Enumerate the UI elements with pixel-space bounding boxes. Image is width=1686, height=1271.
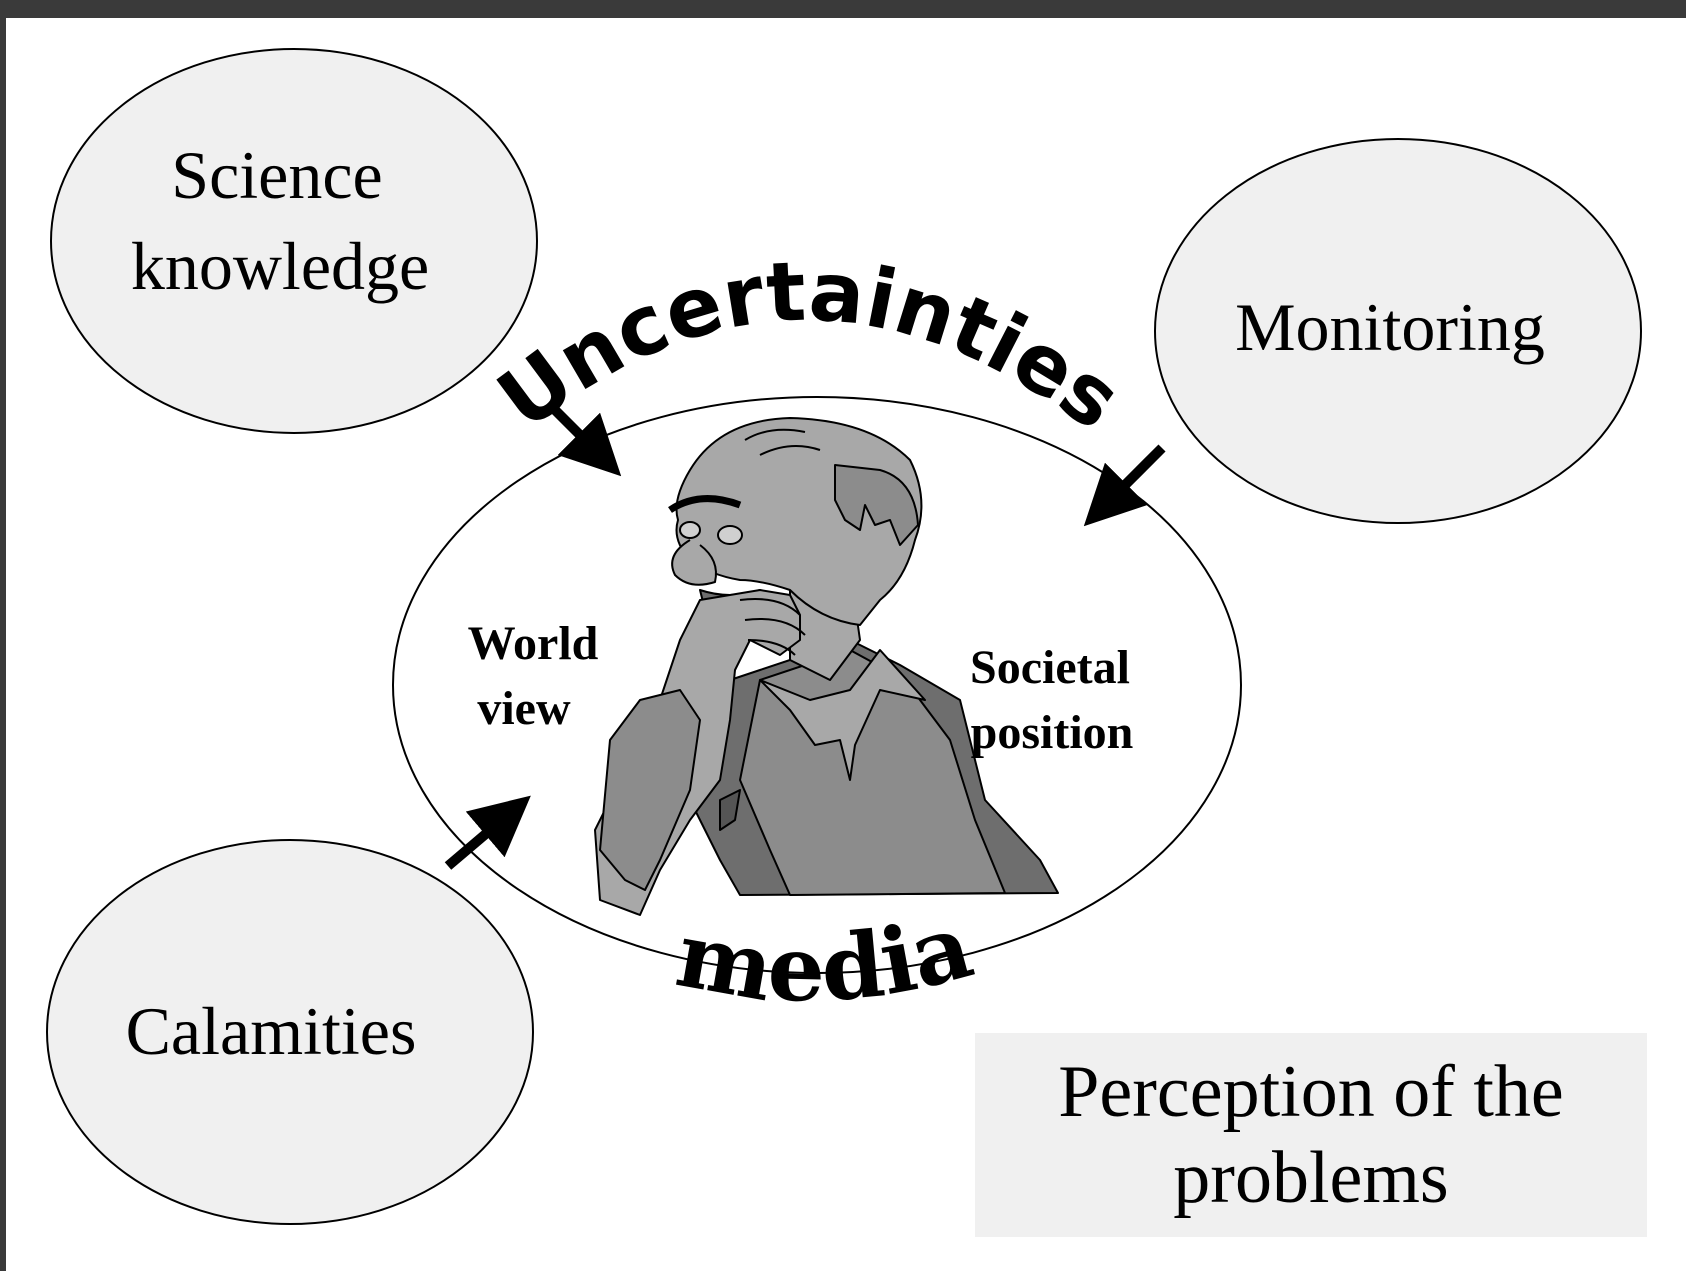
science-knowledge-line1: Science xyxy=(171,137,382,213)
perception-label: Perception of the problems xyxy=(1058,1051,1564,1219)
calamities-bubble: Calamities xyxy=(46,839,534,1225)
slide-left-border xyxy=(0,0,6,1271)
monitoring-bubble: Monitoring xyxy=(1154,138,1642,524)
arrow-icon xyxy=(1083,444,1166,527)
societal-position-line2: position xyxy=(971,706,1134,759)
calamities-label: Calamities xyxy=(126,993,417,1069)
arrow-icon xyxy=(444,795,531,870)
thinking-man-icon xyxy=(594,417,1059,916)
science-knowledge-bubble: Science knowledge xyxy=(50,48,538,434)
monitoring-label: Monitoring xyxy=(1235,289,1545,365)
arrow-icon xyxy=(544,399,622,477)
perception-box: Perception of the problems xyxy=(975,1033,1647,1237)
world-view-line2: view xyxy=(477,682,571,735)
science-knowledge-line2: knowledge xyxy=(131,228,429,304)
societal-position-line1: Societal xyxy=(970,641,1130,694)
world-view-line1: World xyxy=(468,617,599,670)
slide-top-border xyxy=(0,0,1686,18)
